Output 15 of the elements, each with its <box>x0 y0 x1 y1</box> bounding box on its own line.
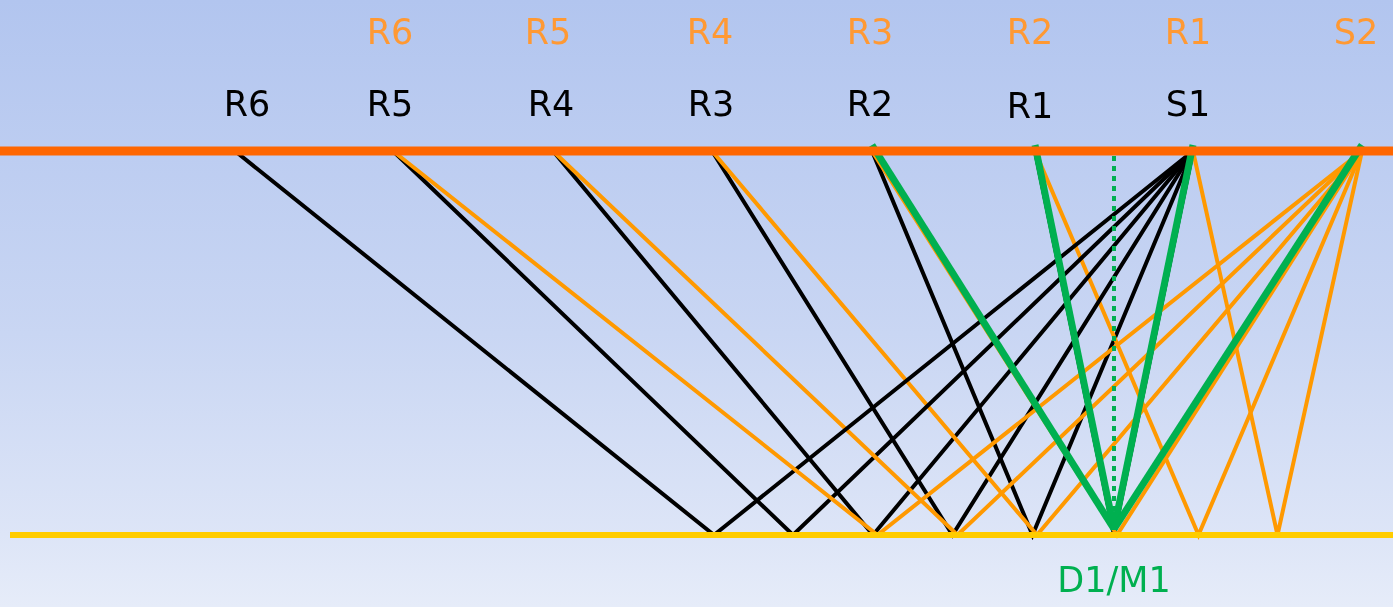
midpoint-label: D1/M1 <box>1057 560 1171 600</box>
station-label: R3 <box>687 84 735 124</box>
station-label: R4 <box>686 12 734 52</box>
station-label: R4 <box>527 84 575 124</box>
station-label: R2 <box>1006 12 1054 52</box>
station-label: R5 <box>524 12 572 52</box>
station-label: R6 <box>366 12 414 52</box>
station-label: R1 <box>1006 86 1054 126</box>
station-label: R5 <box>366 84 414 124</box>
station-label: R1 <box>1164 12 1212 52</box>
station-label: R2 <box>846 84 894 124</box>
station-label: S1 <box>1165 84 1211 124</box>
station-label: S2 <box>1333 12 1379 52</box>
station-label: R3 <box>846 12 894 52</box>
station-label: R6 <box>223 84 271 124</box>
